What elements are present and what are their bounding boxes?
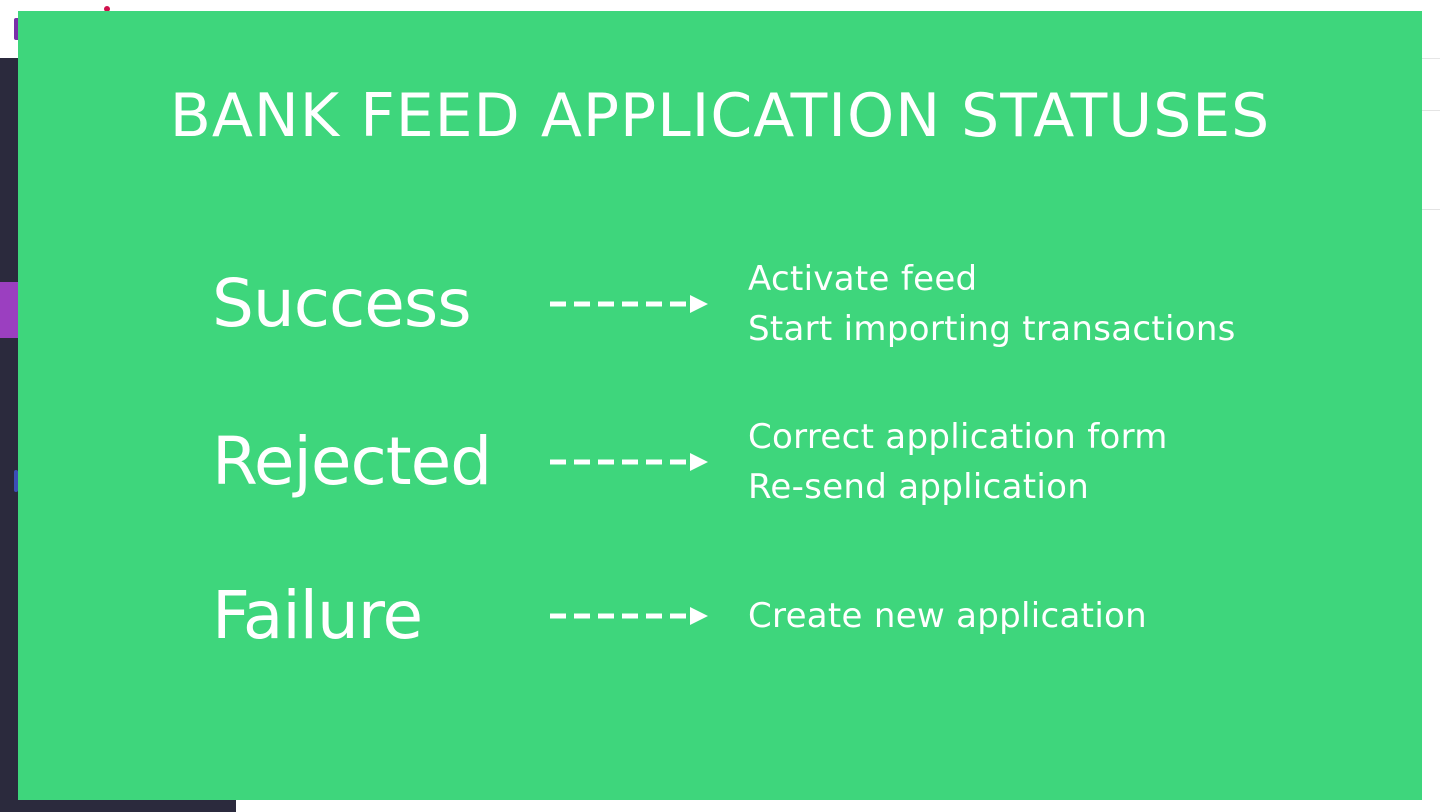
- dashed-arrow-right-icon: [550, 607, 708, 625]
- action-item: Start importing transactions: [748, 309, 1236, 349]
- status-row-success: Success Activate feed Start importing tr…: [18, 249, 1422, 359]
- app-right-panel-edge: [1422, 110, 1440, 210]
- action-item: Re-send application: [748, 467, 1090, 507]
- presentation-slide: BANK FEED APPLICATION STATUSES Success A…: [18, 11, 1422, 800]
- app-logo-icon: [14, 18, 20, 40]
- status-actions: Correct application form Re-send applica…: [748, 407, 1168, 517]
- sidebar-marker-icon: [14, 470, 18, 492]
- dashed-arrow-right-icon: [550, 295, 708, 313]
- status-label: Success: [212, 265, 472, 342]
- action-item: Create new application: [748, 596, 1148, 636]
- app-logo-dot-icon: [104, 6, 110, 12]
- status-row-rejected: Rejected Correct application form Re-sen…: [18, 407, 1422, 517]
- sidebar-active-indicator: [0, 282, 20, 338]
- slide-title: BANK FEED APPLICATION STATUSES: [169, 81, 1271, 151]
- status-actions: Activate feed Start importing transactio…: [748, 249, 1236, 359]
- status-label: Failure: [212, 577, 423, 654]
- status-actions: Create new application: [748, 561, 1147, 671]
- action-item: Activate feed: [748, 259, 978, 299]
- action-item: Correct application form: [748, 417, 1168, 457]
- dashed-arrow-right-icon: [550, 453, 708, 471]
- status-label: Rejected: [212, 423, 492, 500]
- status-row-failure: Failure Create new application: [18, 561, 1422, 671]
